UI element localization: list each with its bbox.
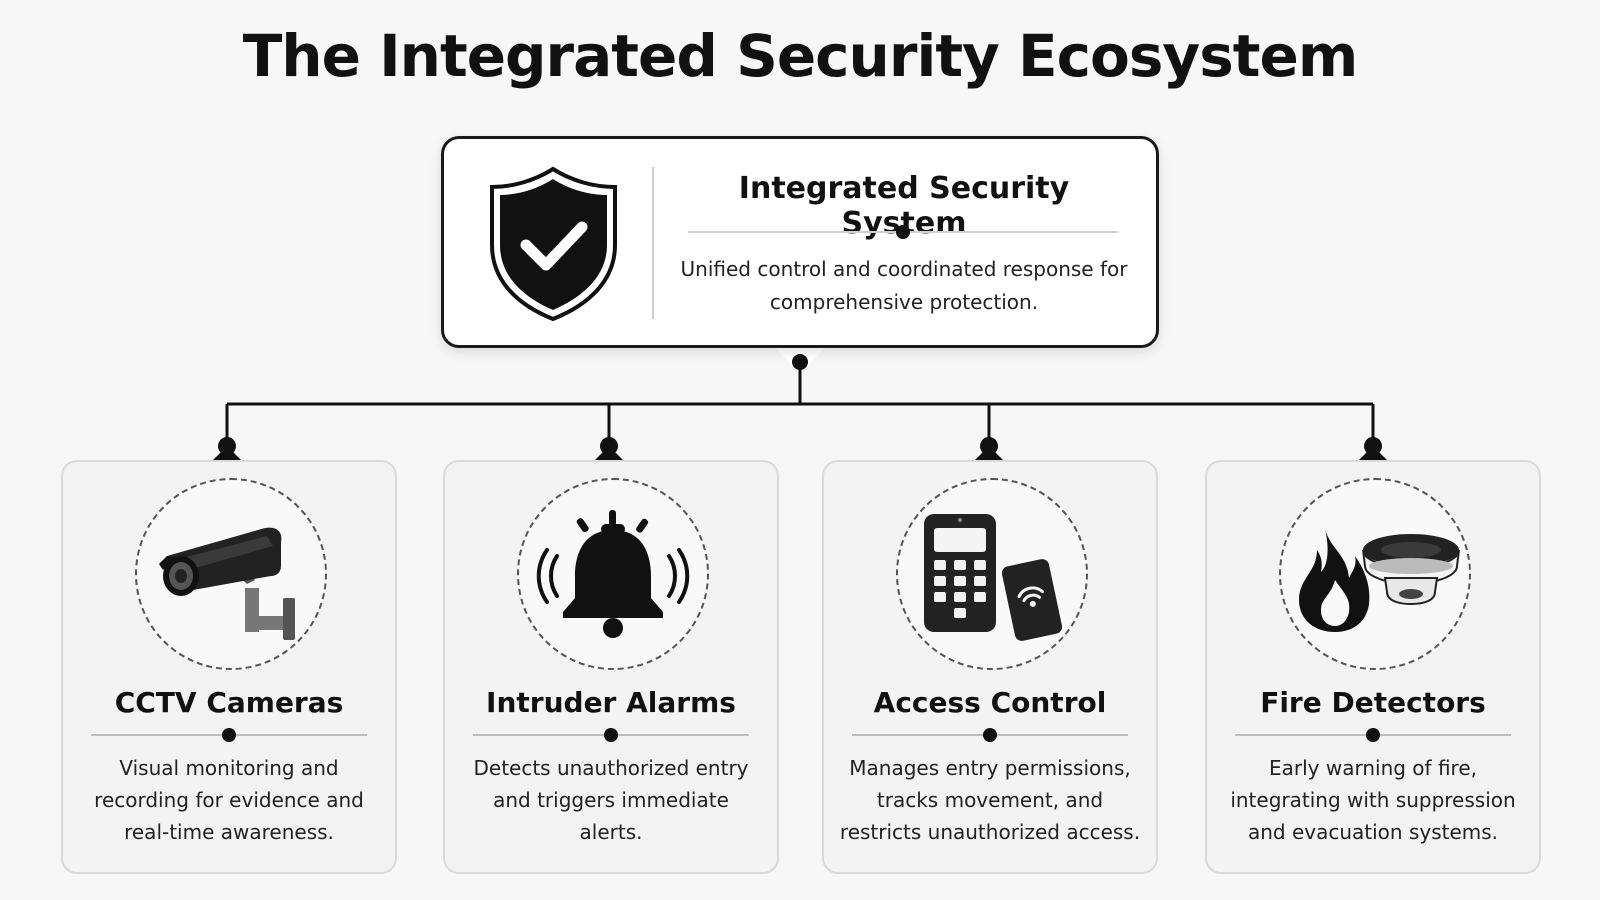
component-description: Detects unauthorized entry and triggers … xyxy=(473,756,749,844)
central-divider xyxy=(652,167,654,319)
icon-circle xyxy=(1279,478,1471,670)
component-separator-dot xyxy=(983,728,997,742)
component-title: Intruder Alarms xyxy=(486,686,736,719)
component-title: Fire Detectors xyxy=(1260,686,1486,719)
icon-circle xyxy=(517,478,709,670)
central-system-box: Integrated Security System Unified contr… xyxy=(441,136,1159,348)
component-separator-dot xyxy=(604,728,618,742)
central-description: Unified control and coordinated response… xyxy=(680,257,1128,314)
component-description: Manages entry permissions, tracks moveme… xyxy=(839,756,1141,844)
fire-detector-icon xyxy=(1299,528,1460,632)
central-separator-dot xyxy=(896,225,910,239)
icon-circle xyxy=(896,478,1088,670)
component-card-intruder-alarms: Intruder Alarms Detects unauthorized ent… xyxy=(443,460,779,874)
component-description: Early warning of fire, integrating with … xyxy=(1230,756,1516,844)
component-title: CCTV Cameras xyxy=(114,686,344,719)
component-card-access-control: Access Control Manages entry permissions… xyxy=(822,460,1158,874)
icon-circle xyxy=(135,478,327,670)
cctv-camera-icon xyxy=(159,527,295,640)
component-description: Visual monitoring and recording for evid… xyxy=(94,756,364,844)
keypad-card-icon xyxy=(924,514,1063,641)
component-separator-dot xyxy=(222,728,236,742)
component-separator-dot xyxy=(1366,728,1380,742)
central-title: Integrated Security System xyxy=(738,171,1070,241)
component-card-cctv: CCTV Cameras Visual monitoring and recor… xyxy=(61,460,397,874)
shield-check-icon xyxy=(490,166,617,322)
component-title: Access Control xyxy=(873,686,1107,719)
page-title: The Integrated Security Ecosystem xyxy=(242,22,1359,90)
component-card-fire-detectors: Fire Detectors Early warning of fire, in… xyxy=(1205,460,1541,874)
alarm-bell-icon xyxy=(536,510,690,638)
